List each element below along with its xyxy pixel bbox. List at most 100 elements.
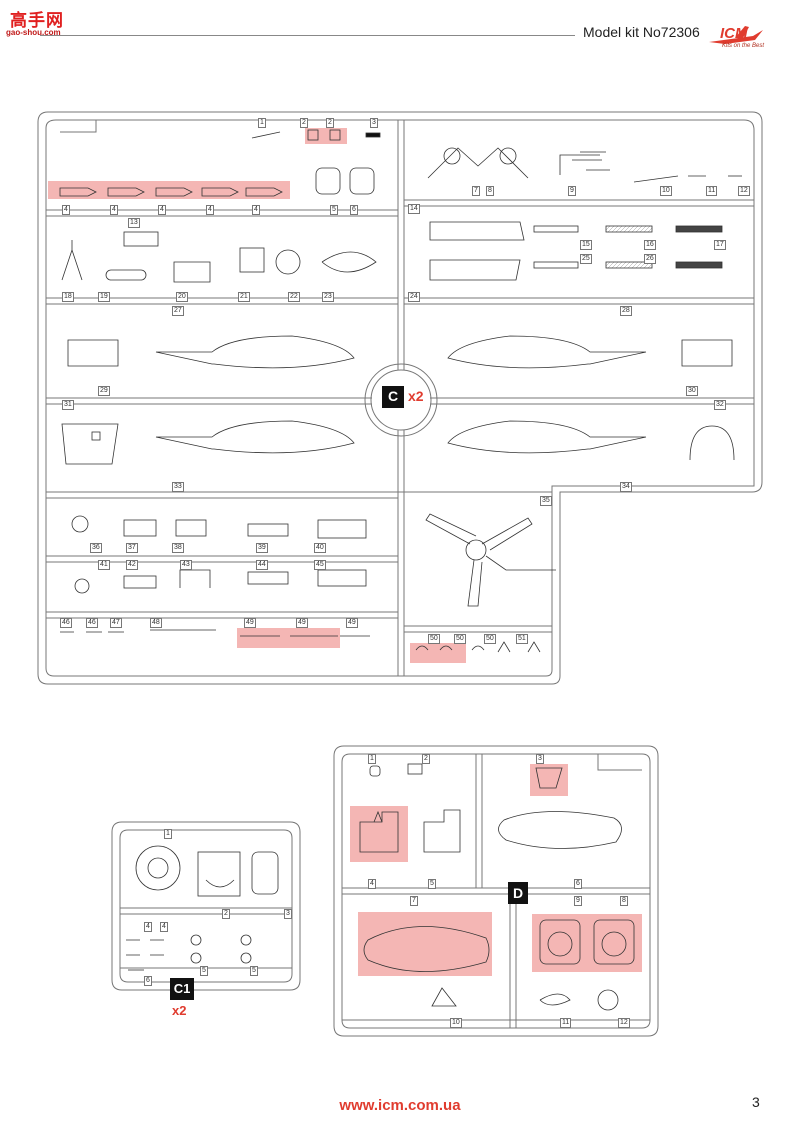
part-number-label: 2	[422, 754, 430, 764]
part-number-label: 5	[250, 966, 258, 976]
part-number-label: 45	[314, 560, 326, 570]
part-number-label: 3	[536, 754, 544, 764]
part-number-label: 12	[738, 186, 750, 196]
part-number-label: 4	[368, 879, 376, 889]
part-number-label: 2	[300, 118, 308, 128]
part-number-label: 10	[660, 186, 672, 196]
sprue-c-letter: C	[387, 388, 399, 404]
part-number-label: 11	[706, 186, 718, 196]
sprue-c-multiplier: x2	[408, 388, 424, 404]
sprue-c-parts	[59, 129, 742, 653]
sprue-d	[333, 745, 659, 1037]
part-number-label: 7	[472, 186, 480, 196]
part-number-label: 50	[428, 634, 440, 644]
sprue-c-badge	[382, 386, 404, 408]
part-number-label: 9	[574, 896, 582, 906]
part-number-label: 7	[410, 896, 418, 906]
part-number-label: 49	[346, 618, 358, 628]
part-number-label: 23	[322, 292, 334, 302]
part-number-label: 49	[244, 618, 256, 628]
part-number-label: 17	[714, 240, 726, 250]
part-number-label: 32	[714, 400, 726, 410]
highlighted-parts-d	[350, 764, 642, 976]
part-number-label: 2	[222, 909, 230, 919]
sprue-d-letter: D	[512, 885, 524, 901]
part-number-label: 5	[200, 966, 208, 976]
sprue-c1-parts	[126, 845, 279, 971]
part-number-label: 15	[580, 240, 592, 250]
exhaust-parts	[59, 187, 283, 197]
watermark-url: gao-shou.com	[6, 28, 61, 37]
part-number-label: 43	[180, 560, 192, 570]
part-number-label: 5	[428, 879, 436, 889]
part-number-label: 4	[160, 922, 168, 932]
part-number-label: 4	[62, 205, 70, 215]
part-number-label: 27	[172, 306, 184, 316]
part-number-label: 4	[110, 205, 118, 215]
part-number-label: 3	[370, 118, 378, 128]
part-number-label: 10	[450, 1018, 462, 1028]
part-number-label: 49	[296, 618, 308, 628]
part-number-label: 1	[164, 829, 172, 839]
part-number-label: 46	[86, 618, 98, 628]
sprue-d-badge	[508, 882, 528, 904]
part-number-label: 50	[454, 634, 466, 644]
part-number-label: 34	[620, 482, 632, 492]
part-number-label: 41	[98, 560, 110, 570]
part-number-label: 12	[618, 1018, 630, 1028]
part-number-label: 47	[110, 618, 122, 628]
part-number-label: 18	[62, 292, 74, 302]
part-number-label: 50	[484, 634, 496, 644]
part-number-label: 2	[326, 118, 334, 128]
part-number-label: 40	[314, 543, 326, 553]
brand-name: ICM	[720, 25, 748, 42]
part-number-label: 26	[644, 254, 656, 264]
part-number-label: 4	[144, 922, 152, 932]
part-number-label: 19	[98, 292, 110, 302]
sprue-c1-multiplier: x2	[172, 1003, 187, 1018]
part-number-label: 51	[516, 634, 528, 644]
part-number-label: 5	[330, 205, 338, 215]
part-number-label: 8	[620, 896, 628, 906]
part-number-label: 29	[98, 386, 110, 396]
sprue-c	[37, 111, 763, 685]
part-number-label: 37	[126, 543, 138, 553]
part-number-label: 31	[62, 400, 74, 410]
part-number-label: 42	[126, 560, 138, 570]
part-number-label: 21	[238, 292, 250, 302]
sprue-c1	[111, 821, 301, 991]
part-number-label: 46	[60, 618, 72, 628]
part-number-label: 4	[158, 205, 166, 215]
part-number-label: 16	[644, 240, 656, 250]
part-number-label: 6	[144, 976, 152, 986]
part-number-label: 1	[368, 754, 376, 764]
part-number-label: 36	[90, 543, 102, 553]
part-number-label: 14	[408, 204, 420, 214]
part-number-label: 13	[128, 218, 140, 228]
part-number-label: 39	[256, 543, 268, 553]
highlighted-parts-c	[48, 128, 466, 663]
part-number-label: 4	[252, 205, 260, 215]
part-number-label: 3	[284, 909, 292, 919]
part-number-label: 11	[560, 1018, 572, 1028]
part-number-label: 33	[172, 482, 184, 492]
part-number-label: 30	[686, 386, 698, 396]
part-number-label: 6	[574, 879, 582, 889]
model-kit-title: Model kit No72306	[583, 24, 700, 40]
part-number-label: 28	[620, 306, 632, 316]
part-number-label: 44	[256, 560, 268, 570]
page-number: 3	[752, 1094, 760, 1110]
part-number-label: 24	[408, 292, 420, 302]
part-number-label: 9	[568, 186, 576, 196]
watermark-text: 高手网	[10, 11, 64, 30]
sprue-c1-letter: C1	[173, 981, 191, 996]
part-number-label: 4	[206, 205, 214, 215]
part-number-label: 1	[258, 118, 266, 128]
footer-url[interactable]: www.icm.com.ua	[339, 1097, 461, 1114]
part-number-label: 8	[486, 186, 494, 196]
part-number-label: 6	[350, 205, 358, 215]
sprue-d-parts	[359, 763, 635, 1011]
part-number-label: 22	[288, 292, 300, 302]
header-rule	[40, 35, 575, 36]
